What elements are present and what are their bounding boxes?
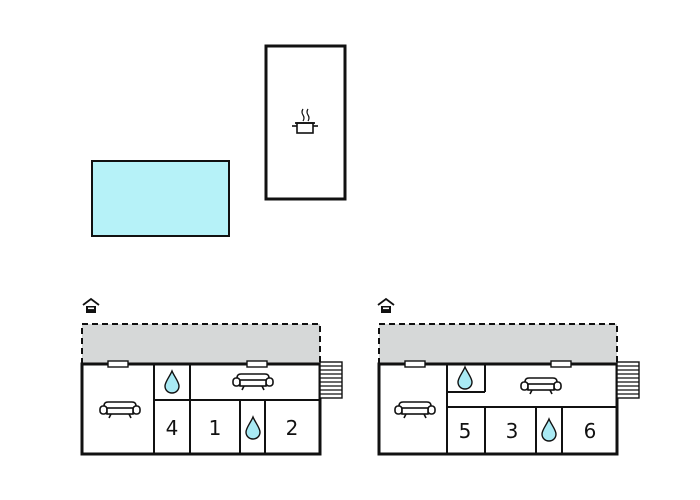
floor-plan-right: 5 3 6: [377, 298, 640, 456]
room-number: 3: [506, 419, 519, 443]
room-number: 4: [166, 416, 179, 440]
window: [107, 360, 129, 368]
house-entrance-icon: [82, 298, 100, 314]
floor-plan-left: 4 1 2: [80, 298, 343, 456]
room-number: 1: [209, 416, 222, 440]
terrace: [82, 324, 320, 364]
stairs-icon: [319, 361, 343, 399]
room-number: 2: [286, 416, 299, 440]
house-entrance-icon: [377, 298, 395, 314]
window: [550, 360, 572, 368]
window: [404, 360, 426, 368]
cooking-pot-icon: [292, 108, 318, 134]
room-number: 5: [459, 419, 472, 443]
window: [246, 360, 268, 368]
terrace: [379, 324, 617, 364]
room-number: 6: [584, 419, 597, 443]
stairs-icon: [616, 361, 640, 399]
pool: [91, 160, 230, 237]
